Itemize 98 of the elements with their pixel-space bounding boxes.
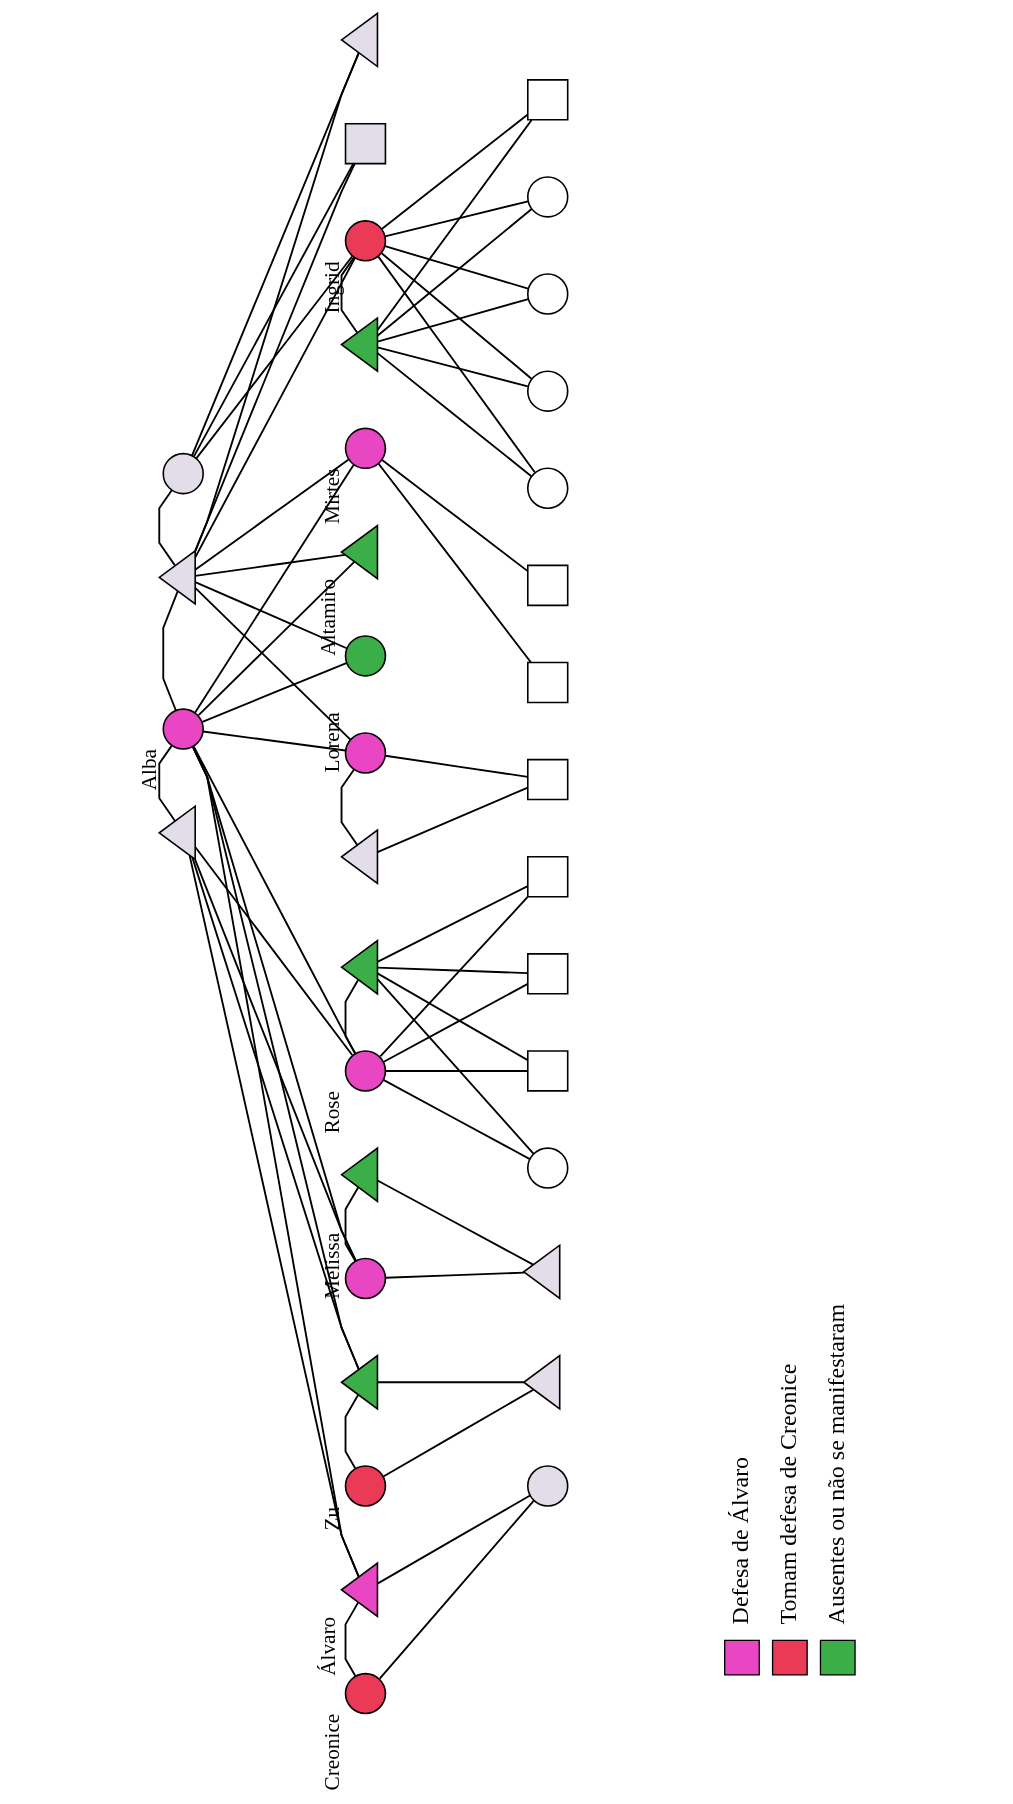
connector: [194, 458, 350, 571]
connector: [377, 255, 536, 474]
connector: [376, 346, 529, 388]
connector: [194, 846, 354, 1057]
node-circle: [344, 1050, 387, 1092]
node-triangle: [340, 11, 379, 69]
connector: [382, 1079, 531, 1161]
connector: [379, 896, 529, 1058]
node-box: [527, 953, 569, 995]
connector: [376, 119, 533, 331]
connector: [382, 983, 529, 1063]
connector: [384, 1271, 526, 1279]
node-label: Lorena: [319, 712, 344, 773]
node-box: [527, 79, 569, 121]
node-box: [527, 855, 569, 898]
node-label: Alba: [137, 748, 162, 791]
node-label: Altamiro: [315, 578, 340, 656]
connector: [376, 1381, 525, 1384]
connector: [162, 590, 179, 712]
connector: [194, 162, 356, 552]
connector: [344, 978, 360, 1055]
connector: [194, 581, 348, 650]
node-circle: [527, 176, 569, 218]
node-circle: [344, 1465, 387, 1507]
node-triangle: [522, 1354, 561, 1411]
connector: [381, 459, 529, 572]
connector: [382, 1388, 535, 1478]
connector: [344, 1186, 360, 1263]
node-circle: [162, 708, 204, 750]
connector: [376, 1494, 531, 1585]
connector: [376, 972, 529, 1061]
connector: [192, 745, 357, 1262]
connector: [192, 745, 360, 1370]
node-circle: [344, 427, 387, 470]
connector: [158, 489, 176, 567]
connector: [384, 1070, 529, 1072]
connector: [340, 768, 359, 846]
connector: [344, 1393, 360, 1470]
legend-label: Tomam defesa de Creonice: [774, 1363, 801, 1625]
node-circle: [527, 1147, 569, 1189]
node-label: Mirtes: [319, 468, 344, 525]
connector: [340, 256, 359, 334]
node-triangle: [340, 828, 379, 885]
node-circle: [344, 1257, 387, 1300]
node-triangle: [522, 1243, 561, 1301]
connector: [194, 256, 356, 559]
node-box: [527, 661, 569, 704]
connector: [195, 255, 353, 460]
node-triangle: [340, 939, 379, 996]
node-triangle: [340, 1146, 379, 1203]
node-box: [527, 564, 569, 607]
connector: [384, 200, 530, 238]
node-circle: [527, 1465, 569, 1507]
connector: [378, 1499, 535, 1680]
node-label: Álvaro: [315, 1616, 340, 1676]
connector: [193, 162, 355, 458]
node-triangle: [340, 316, 379, 373]
connector: [202, 730, 347, 752]
connector: [376, 978, 535, 1155]
connector: [376, 966, 529, 975]
connector: [376, 298, 530, 343]
node-box: [527, 758, 569, 801]
connector: [384, 754, 529, 778]
connector: [194, 586, 352, 741]
connector: [380, 252, 533, 380]
node-circle: [344, 635, 387, 677]
node-triangle: [340, 1354, 379, 1411]
node-circle: [527, 273, 569, 315]
connector: [194, 553, 346, 577]
connector: [376, 885, 529, 963]
node-circle: [344, 220, 387, 262]
node-circle: [344, 732, 387, 774]
legend-label: Ausentes ou não se manifestaram: [822, 1303, 849, 1625]
node-circle: [162, 452, 204, 495]
connector: [344, 1601, 360, 1678]
connector: [191, 52, 360, 457]
connector: [194, 463, 355, 714]
connector: [192, 745, 356, 1055]
node-box: [527, 1050, 569, 1092]
node-triangle: [157, 549, 196, 606]
node-box: [344, 122, 387, 165]
connector: [201, 662, 348, 723]
connector: [376, 208, 533, 337]
connector: [376, 352, 533, 478]
connector: [377, 462, 532, 664]
node-label: Rose: [319, 1090, 344, 1134]
node-label: Creonice: [319, 1713, 344, 1791]
connector: [376, 786, 529, 854]
connector: [384, 245, 530, 290]
node-triangle: [157, 804, 196, 861]
connector: [158, 744, 176, 822]
connector: [381, 113, 529, 230]
legend-label: Defesa de Álvaro: [726, 1456, 753, 1625]
node-circle: [527, 370, 569, 412]
connector: [197, 560, 356, 717]
node-circle: [344, 1672, 387, 1715]
node-circle: [527, 467, 569, 509]
connector: [376, 1179, 535, 1266]
